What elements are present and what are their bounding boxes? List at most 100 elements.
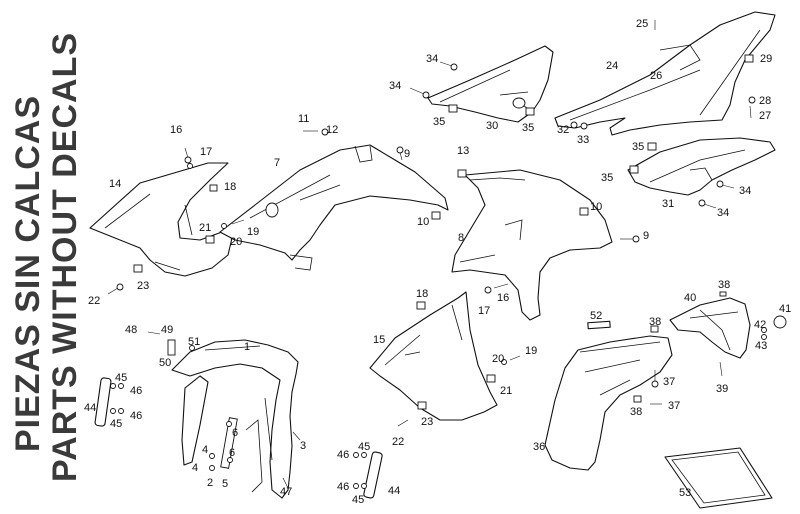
callout-35: 35 <box>433 116 446 128</box>
part-53-inner <box>671 451 766 504</box>
callout-41: 41 <box>779 303 792 315</box>
callout-46: 46 <box>337 481 350 493</box>
callout-20: 20 <box>230 236 243 248</box>
callout-47: 47 <box>280 486 293 498</box>
part-30-hole <box>512 97 526 109</box>
callout-13: 13 <box>457 145 470 157</box>
callout-17: 17 <box>200 146 213 158</box>
callout-45: 45 <box>115 372 128 384</box>
callout-34: 34 <box>426 53 439 65</box>
callout-38: 38 <box>630 406 643 418</box>
callout-16: 16 <box>497 292 510 304</box>
callout-29: 29 <box>760 53 773 65</box>
callout-8: 8 <box>458 232 465 244</box>
callout-23: 23 <box>137 280 150 292</box>
callout-30: 30 <box>486 120 499 132</box>
callout-26: 26 <box>650 70 663 82</box>
callout-32: 32 <box>557 124 570 136</box>
callout-16: 16 <box>170 124 183 136</box>
part-52-reflector <box>587 320 611 330</box>
part-14-detail <box>104 193 193 271</box>
part-7-detail <box>249 145 373 271</box>
part-31-detail <box>649 149 746 183</box>
callout-44: 44 <box>388 485 401 497</box>
callout-48: 48 <box>125 324 138 336</box>
callout-3: 3 <box>300 440 307 452</box>
part-36-mudguard <box>544 335 673 471</box>
callout-38: 38 <box>649 316 662 328</box>
part-44-reflector-right <box>363 451 383 499</box>
callout-10: 10 <box>417 216 430 228</box>
callout-34: 34 <box>717 207 730 219</box>
callout-43: 43 <box>755 340 768 352</box>
part-53-sheet <box>664 447 773 509</box>
part-24-seat <box>554 11 776 136</box>
callout-6: 6 <box>229 447 236 459</box>
callout-18: 18 <box>416 288 429 300</box>
callout-33: 33 <box>577 134 590 146</box>
callout-51: 51 <box>188 336 201 348</box>
callout-23: 23 <box>421 416 434 428</box>
callout-21: 21 <box>199 222 212 234</box>
callout-22: 22 <box>392 436 405 448</box>
callout-46: 46 <box>130 385 143 397</box>
callout-35: 35 <box>632 141 645 153</box>
callout-28: 28 <box>759 95 772 107</box>
callout-6: 6 <box>232 427 239 439</box>
callout-45: 45 <box>352 494 365 506</box>
callout-17: 17 <box>478 305 491 317</box>
part-15-detail <box>384 304 463 366</box>
part-1-fork-guard <box>181 375 209 466</box>
callout-42: 42 <box>754 319 767 331</box>
callout-22: 22 <box>88 295 101 307</box>
callout-20: 20 <box>492 353 505 365</box>
callout-35: 35 <box>522 122 535 134</box>
part-7-mount <box>265 202 279 218</box>
part-1-detail <box>204 345 273 493</box>
callout-49: 49 <box>161 324 174 336</box>
callout-35: 35 <box>601 172 614 184</box>
part-40-detail <box>689 309 739 351</box>
callout-9: 9 <box>404 148 411 160</box>
callout-15: 15 <box>373 334 386 346</box>
callout-7: 7 <box>274 157 281 169</box>
part-31-tail-support <box>627 137 776 196</box>
callout-44: 44 <box>84 402 97 414</box>
title-spanish: PIEZAS SIN CALCAS <box>9 94 47 452</box>
callout-37: 37 <box>668 400 681 412</box>
callout-34: 34 <box>739 185 752 197</box>
callout-24: 24 <box>606 60 619 72</box>
title-english: PARTS WITHOUT DECALS <box>46 31 84 482</box>
callout-37: 37 <box>663 376 676 388</box>
callout-38: 38 <box>718 279 731 291</box>
callout-18: 18 <box>224 181 237 193</box>
callout-9: 9 <box>643 230 650 242</box>
part-15-lower-shroud <box>369 291 498 421</box>
part-7-frame-cover <box>219 144 449 261</box>
callout-31: 31 <box>662 198 675 210</box>
callout-19: 19 <box>525 345 538 357</box>
part-40-plate-bracket <box>669 297 751 359</box>
part-36-detail <box>579 341 661 396</box>
part-44-reflector-left <box>94 377 112 427</box>
callout-14: 14 <box>109 178 122 190</box>
hardware <box>107 20 787 489</box>
callout-2: 2 <box>207 477 214 489</box>
part-24-detail <box>569 29 761 121</box>
callout-36: 36 <box>533 441 546 453</box>
callout-10: 10 <box>590 201 603 213</box>
callout-4: 4 <box>192 462 199 474</box>
callout-40: 40 <box>684 292 697 304</box>
callout-46: 46 <box>130 410 143 422</box>
callout-34: 34 <box>389 80 402 92</box>
callout-52: 52 <box>590 310 603 322</box>
callout-12: 12 <box>326 124 339 136</box>
callout-21: 21 <box>500 385 513 397</box>
callout-39: 39 <box>716 383 729 395</box>
callout-53: 53 <box>679 487 692 499</box>
callout-45: 45 <box>358 441 371 453</box>
callout-46: 46 <box>337 449 350 461</box>
callout-45: 45 <box>110 418 123 430</box>
